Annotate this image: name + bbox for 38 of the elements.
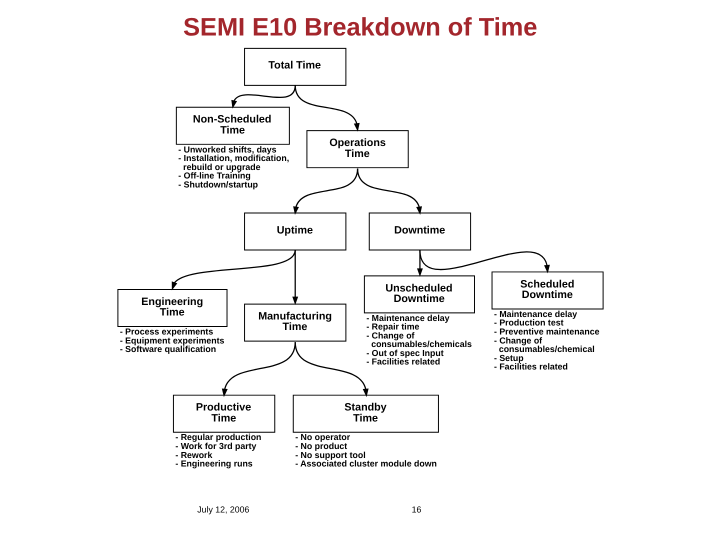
node-label: - No product — [294, 440, 347, 451]
arrow — [171, 250, 296, 290]
node-label: - Maintenance delay — [493, 308, 577, 319]
node-label: - Out of spec Input — [366, 348, 444, 358]
node-label: - Unworked shifts, days — [178, 144, 276, 154]
arrow — [230, 85, 296, 109]
node-label: - Setup — [493, 352, 524, 363]
node-label: - Process experiments — [119, 326, 213, 336]
arrow — [418, 250, 550, 274]
node-label: - Regular production — [174, 432, 261, 442]
node-label: - Shutdown/startup — [178, 179, 258, 190]
arrow — [294, 342, 368, 398]
node-label: - Maintenance delay — [366, 312, 449, 323]
node-label: - Off-line Training — [178, 170, 250, 181]
node-label: - Preventive maintenance — [493, 326, 600, 336]
node-label: - Equipment experiments — [119, 335, 224, 346]
diagram-title: SEMI E10 Breakdown of Time — [182, 13, 537, 42]
node-label: - Repair time — [366, 322, 419, 332]
node-label: - Work for 3rd party — [174, 440, 256, 451]
arrow — [292, 250, 298, 306]
arrow — [292, 168, 358, 215]
node-label: - No support tool — [294, 450, 366, 460]
node-label: - Production test — [493, 318, 563, 328]
label: July 12, 2006 — [196, 504, 249, 514]
node-label: - Engineering runs — [174, 458, 252, 469]
node-label: - Change of consumables/chemicals — [366, 330, 472, 350]
node-label: - Installation, modification, rebuild or upgrade — [178, 153, 289, 172]
node-label: - Change of consumables/chemical — [493, 335, 594, 354]
label: 16 — [411, 504, 421, 514]
arrow — [294, 85, 360, 132]
node-label: - Software qualification — [119, 344, 216, 354]
node-label: - Rework — [174, 450, 212, 460]
node-label: - Facilities related — [366, 356, 440, 367]
node-label: - Facilities related — [493, 362, 568, 372]
node-label: - No operator — [294, 432, 350, 442]
node-label: - Associated cluster module down — [294, 458, 436, 469]
arrow — [356, 168, 422, 215]
arrow — [221, 342, 296, 398]
